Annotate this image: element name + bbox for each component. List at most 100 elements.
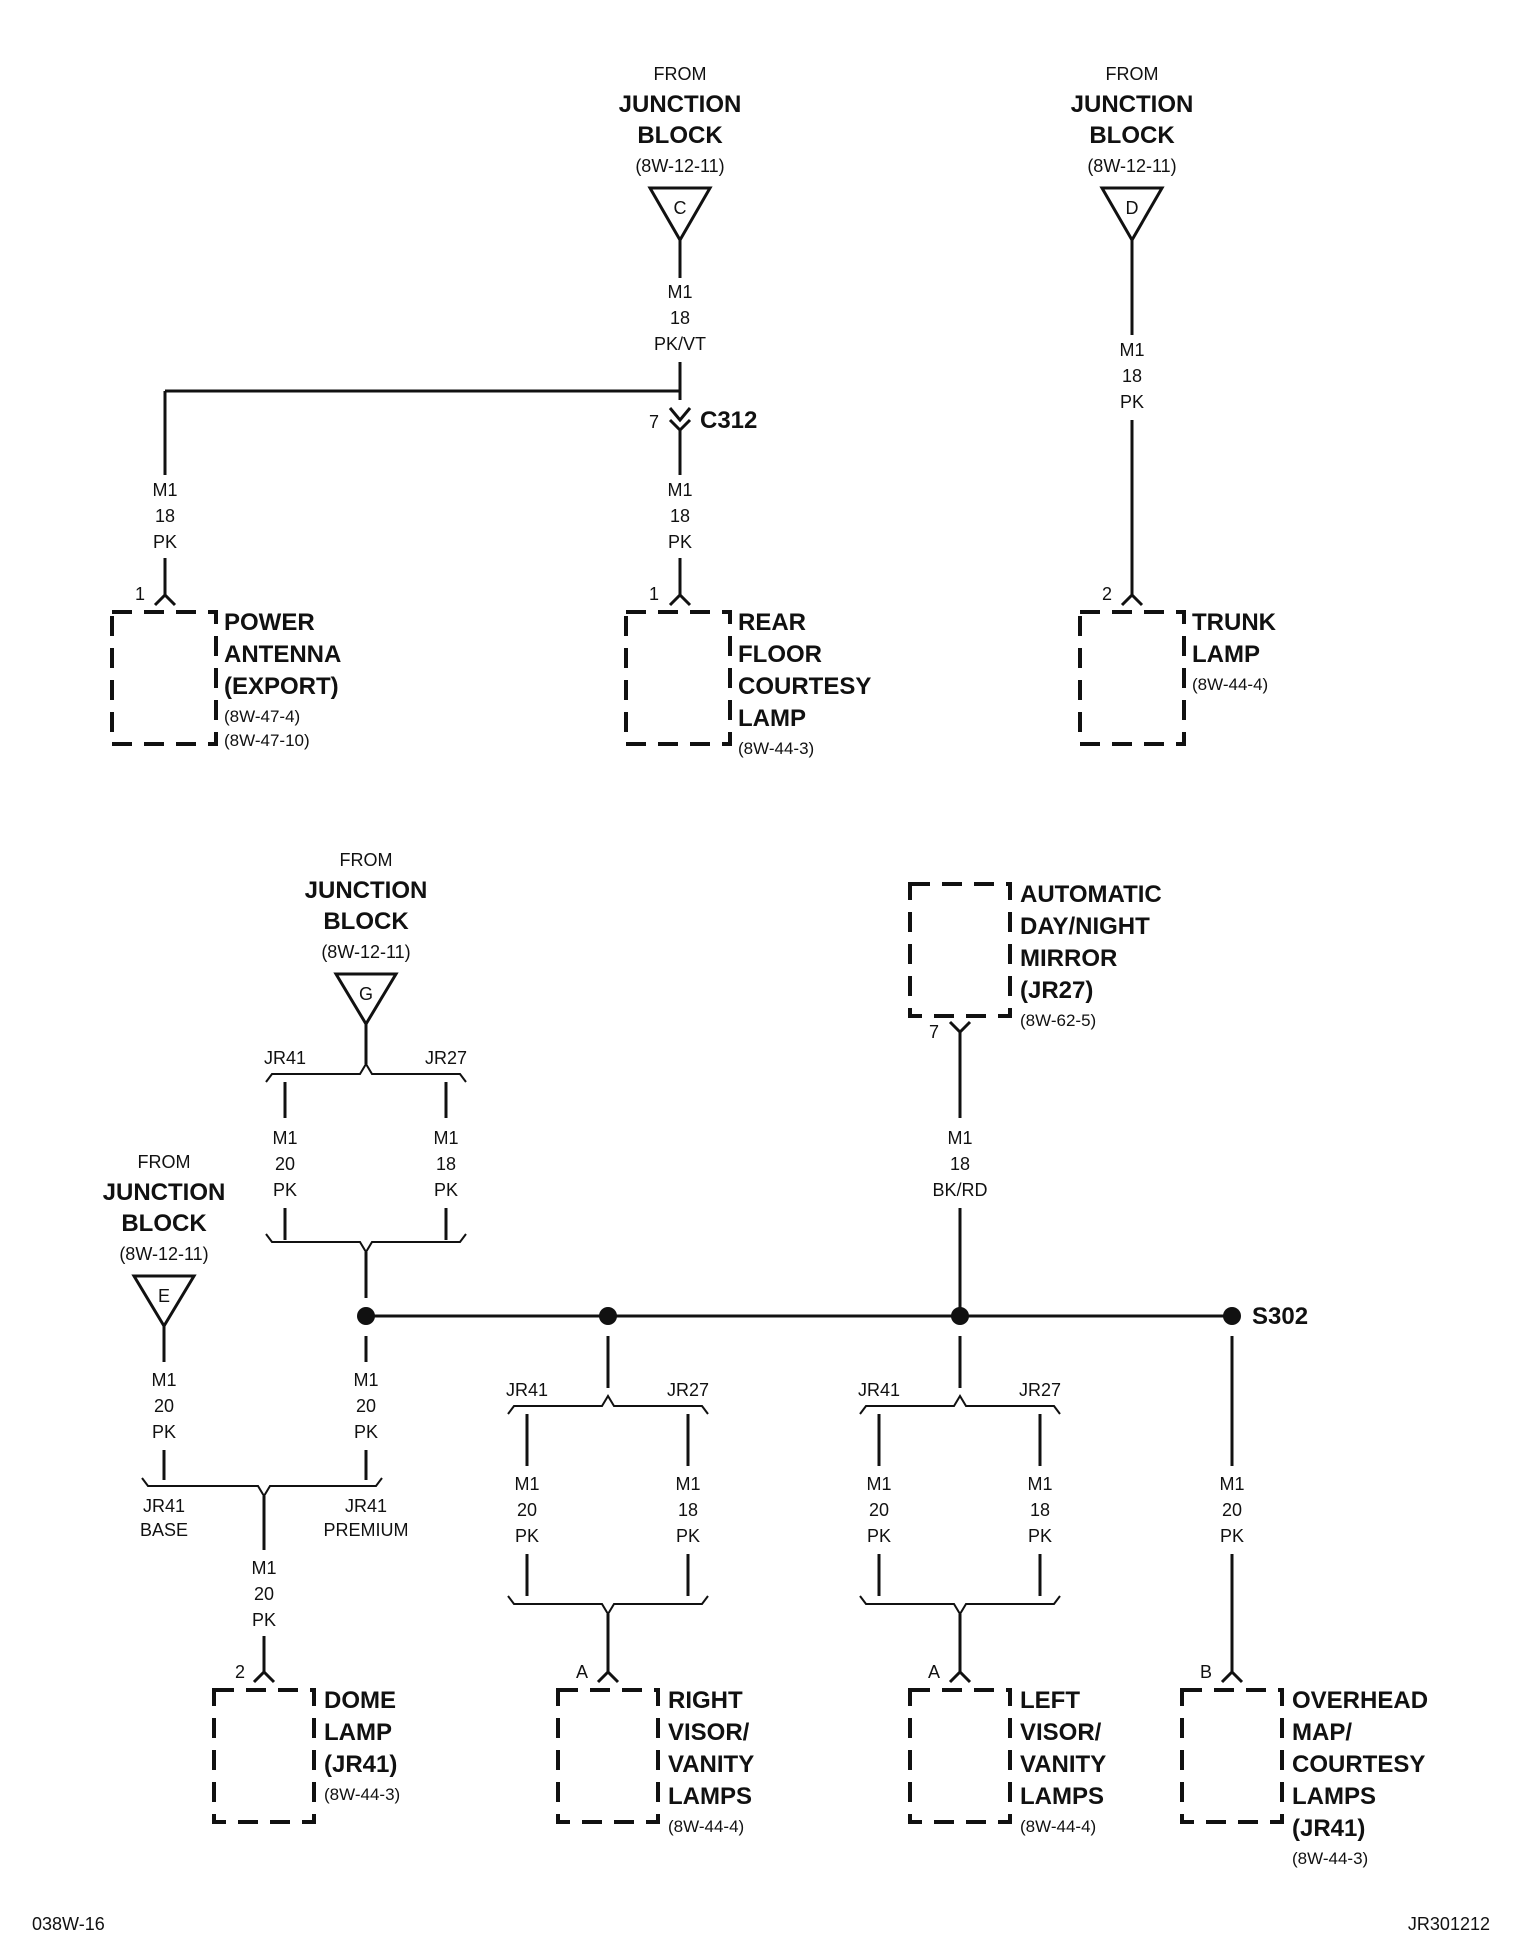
wire-label-rear: M1 18 PK [667, 480, 692, 552]
component-label: POWER [224, 609, 315, 636]
component-pin: B [1200, 1662, 1212, 1682]
component-label: LAMP [1192, 641, 1260, 668]
component-label: DAY/NIGHT [1020, 913, 1150, 940]
source-ref: (8W-12-11) [1087, 156, 1176, 176]
component-rear-floor-courtesy-lamp: 1 REAR FLOOR COURTESY LAMP (8W-44-3) [624, 584, 871, 758]
source-cavity: G [359, 984, 373, 1004]
wire-label-lv-left: M1 20 PK [866, 1474, 891, 1546]
component-label: (JR27) [1020, 977, 1093, 1004]
branch-right-label: JR27 [667, 1380, 709, 1400]
source-name-2: BLOCK [121, 1210, 207, 1237]
wire-gauge: 18 [678, 1500, 698, 1520]
wire-gauge: 20 [869, 1500, 889, 1520]
wire-color: PK [1120, 392, 1144, 412]
component-box [1078, 610, 1186, 746]
source-triangle [647, 186, 713, 244]
component-box [908, 882, 1012, 1018]
branch-label: PREMIUM [324, 1520, 409, 1540]
component-label: COURTESY [1292, 1751, 1425, 1778]
wire-label-rv-left: M1 20 PK [514, 1474, 539, 1546]
component-automatic-day-night-mirror: AUTOMATIC DAY/NIGHT MIRROR (JR27) (8W-62… [908, 881, 1162, 1042]
wire-label-e-down: M1 20 PK [151, 1370, 176, 1442]
component-ref: (8W-44-3) [738, 739, 814, 758]
wire-circuit: M1 [272, 1128, 297, 1148]
source-ref: (8W-12-11) [635, 156, 724, 176]
branch-left-label: JR41 [264, 1048, 306, 1068]
wire-gauge: 20 [1222, 1500, 1242, 1520]
wire-label-mirror: M1 18 BK/RD [932, 1128, 987, 1200]
wire-gauge: 20 [254, 1584, 274, 1604]
splice-dot [1223, 1307, 1241, 1325]
wire-gauge: 18 [1122, 366, 1142, 386]
splice-dot [357, 1307, 375, 1325]
wire-gauge: 18 [670, 506, 690, 526]
wire-gauge: 20 [275, 1154, 295, 1174]
source-name-1: JUNCTION [1071, 91, 1194, 118]
component-label: RIGHT [668, 1687, 743, 1714]
footer-left-code: 038W-16 [32, 1914, 105, 1934]
component-box [110, 610, 218, 746]
component-label: LAMP [324, 1719, 392, 1746]
wire-color: PK [668, 532, 692, 552]
brace [265, 1062, 467, 1083]
component-label: LAMPS [668, 1783, 752, 1810]
branch-brace-rv-top: JR41 JR27 [506, 1380, 709, 1415]
wire-circuit: M1 [251, 1558, 276, 1578]
wire-color: PK [1028, 1526, 1052, 1546]
terminal-chevron [948, 1020, 972, 1035]
branch-brace-lv-top: JR41 JR27 [858, 1380, 1061, 1415]
wire-gauge: 18 [1030, 1500, 1050, 1520]
wire-circuit: M1 [433, 1128, 458, 1148]
branch-brace-dome: JR41 BASE JR41 PREMIUM [140, 1477, 409, 1540]
wire-gauge: 18 [950, 1154, 970, 1174]
wire-label-g-left: M1 20 PK [272, 1128, 297, 1200]
component-pin: 1 [649, 584, 659, 604]
wire-label-antenna: M1 18 PK [152, 480, 177, 552]
source-cavity: D [1126, 198, 1139, 218]
branch-left-label: JR41 [506, 1380, 548, 1400]
branch-right-label: JR27 [425, 1048, 467, 1068]
wire-gauge: 18 [436, 1154, 456, 1174]
source-cavity: C [674, 198, 687, 218]
component-box [212, 1688, 316, 1824]
branch-label: JR41 [345, 1496, 387, 1516]
wire-circuit: M1 [1219, 1474, 1244, 1494]
source-from: FROM [654, 64, 707, 84]
wire-gauge: 20 [154, 1396, 174, 1416]
component-label: OVERHEAD [1292, 1687, 1428, 1714]
component-ref: (8W-47-4) [224, 707, 300, 726]
component-pin: 2 [235, 1662, 245, 1682]
splice-name: S302 [1252, 1303, 1308, 1330]
source-cavity: E [158, 1286, 170, 1306]
source-triangle [333, 972, 399, 1027]
component-label: DOME [324, 1687, 396, 1714]
wire-circuit: M1 [667, 282, 692, 302]
wire-color: PK [354, 1422, 378, 1442]
component-label: VISOR/ [1020, 1719, 1102, 1746]
wire-circuit: M1 [1119, 340, 1144, 360]
terminal-chevron [1220, 1669, 1244, 1684]
component-right-visor-vanity-lamps: A RIGHT VISOR/ VANITY LAMPS (8W-44-4) [556, 1662, 754, 1836]
wire-color: PK [515, 1526, 539, 1546]
component-label: AUTOMATIC [1020, 881, 1162, 908]
component-ref: (8W-44-3) [324, 1785, 400, 1804]
source-name-2: BLOCK [323, 908, 409, 935]
wire-circuit: M1 [1027, 1474, 1052, 1494]
source-from: FROM [1106, 64, 1159, 84]
component-ref: (8W-44-4) [668, 1817, 744, 1836]
terminal-chevron [153, 592, 177, 607]
wire-color: PK [676, 1526, 700, 1546]
component-label: MIRROR [1020, 945, 1117, 972]
source-name-1: JUNCTION [103, 1179, 226, 1206]
branch-brace-lv-bottom [859, 1595, 1061, 1616]
wire-gauge: 20 [517, 1500, 537, 1520]
component-overhead-map-courtesy-lamps: B OVERHEAD MAP/ COURTESY LAMPS (JR41) (8… [1180, 1662, 1428, 1868]
wire-label-overhead: M1 20 PK [1219, 1474, 1244, 1546]
branch-right-label: JR27 [1019, 1380, 1061, 1400]
source-junction-block-g: FROM JUNCTION BLOCK (8W-12-11) G [305, 850, 427, 1027]
source-name-1: JUNCTION [619, 91, 742, 118]
source-junction-block-c: FROM JUNCTION BLOCK (8W-12-11) C [619, 64, 742, 244]
component-label: TRUNK [1192, 609, 1277, 636]
component-box [624, 610, 732, 746]
